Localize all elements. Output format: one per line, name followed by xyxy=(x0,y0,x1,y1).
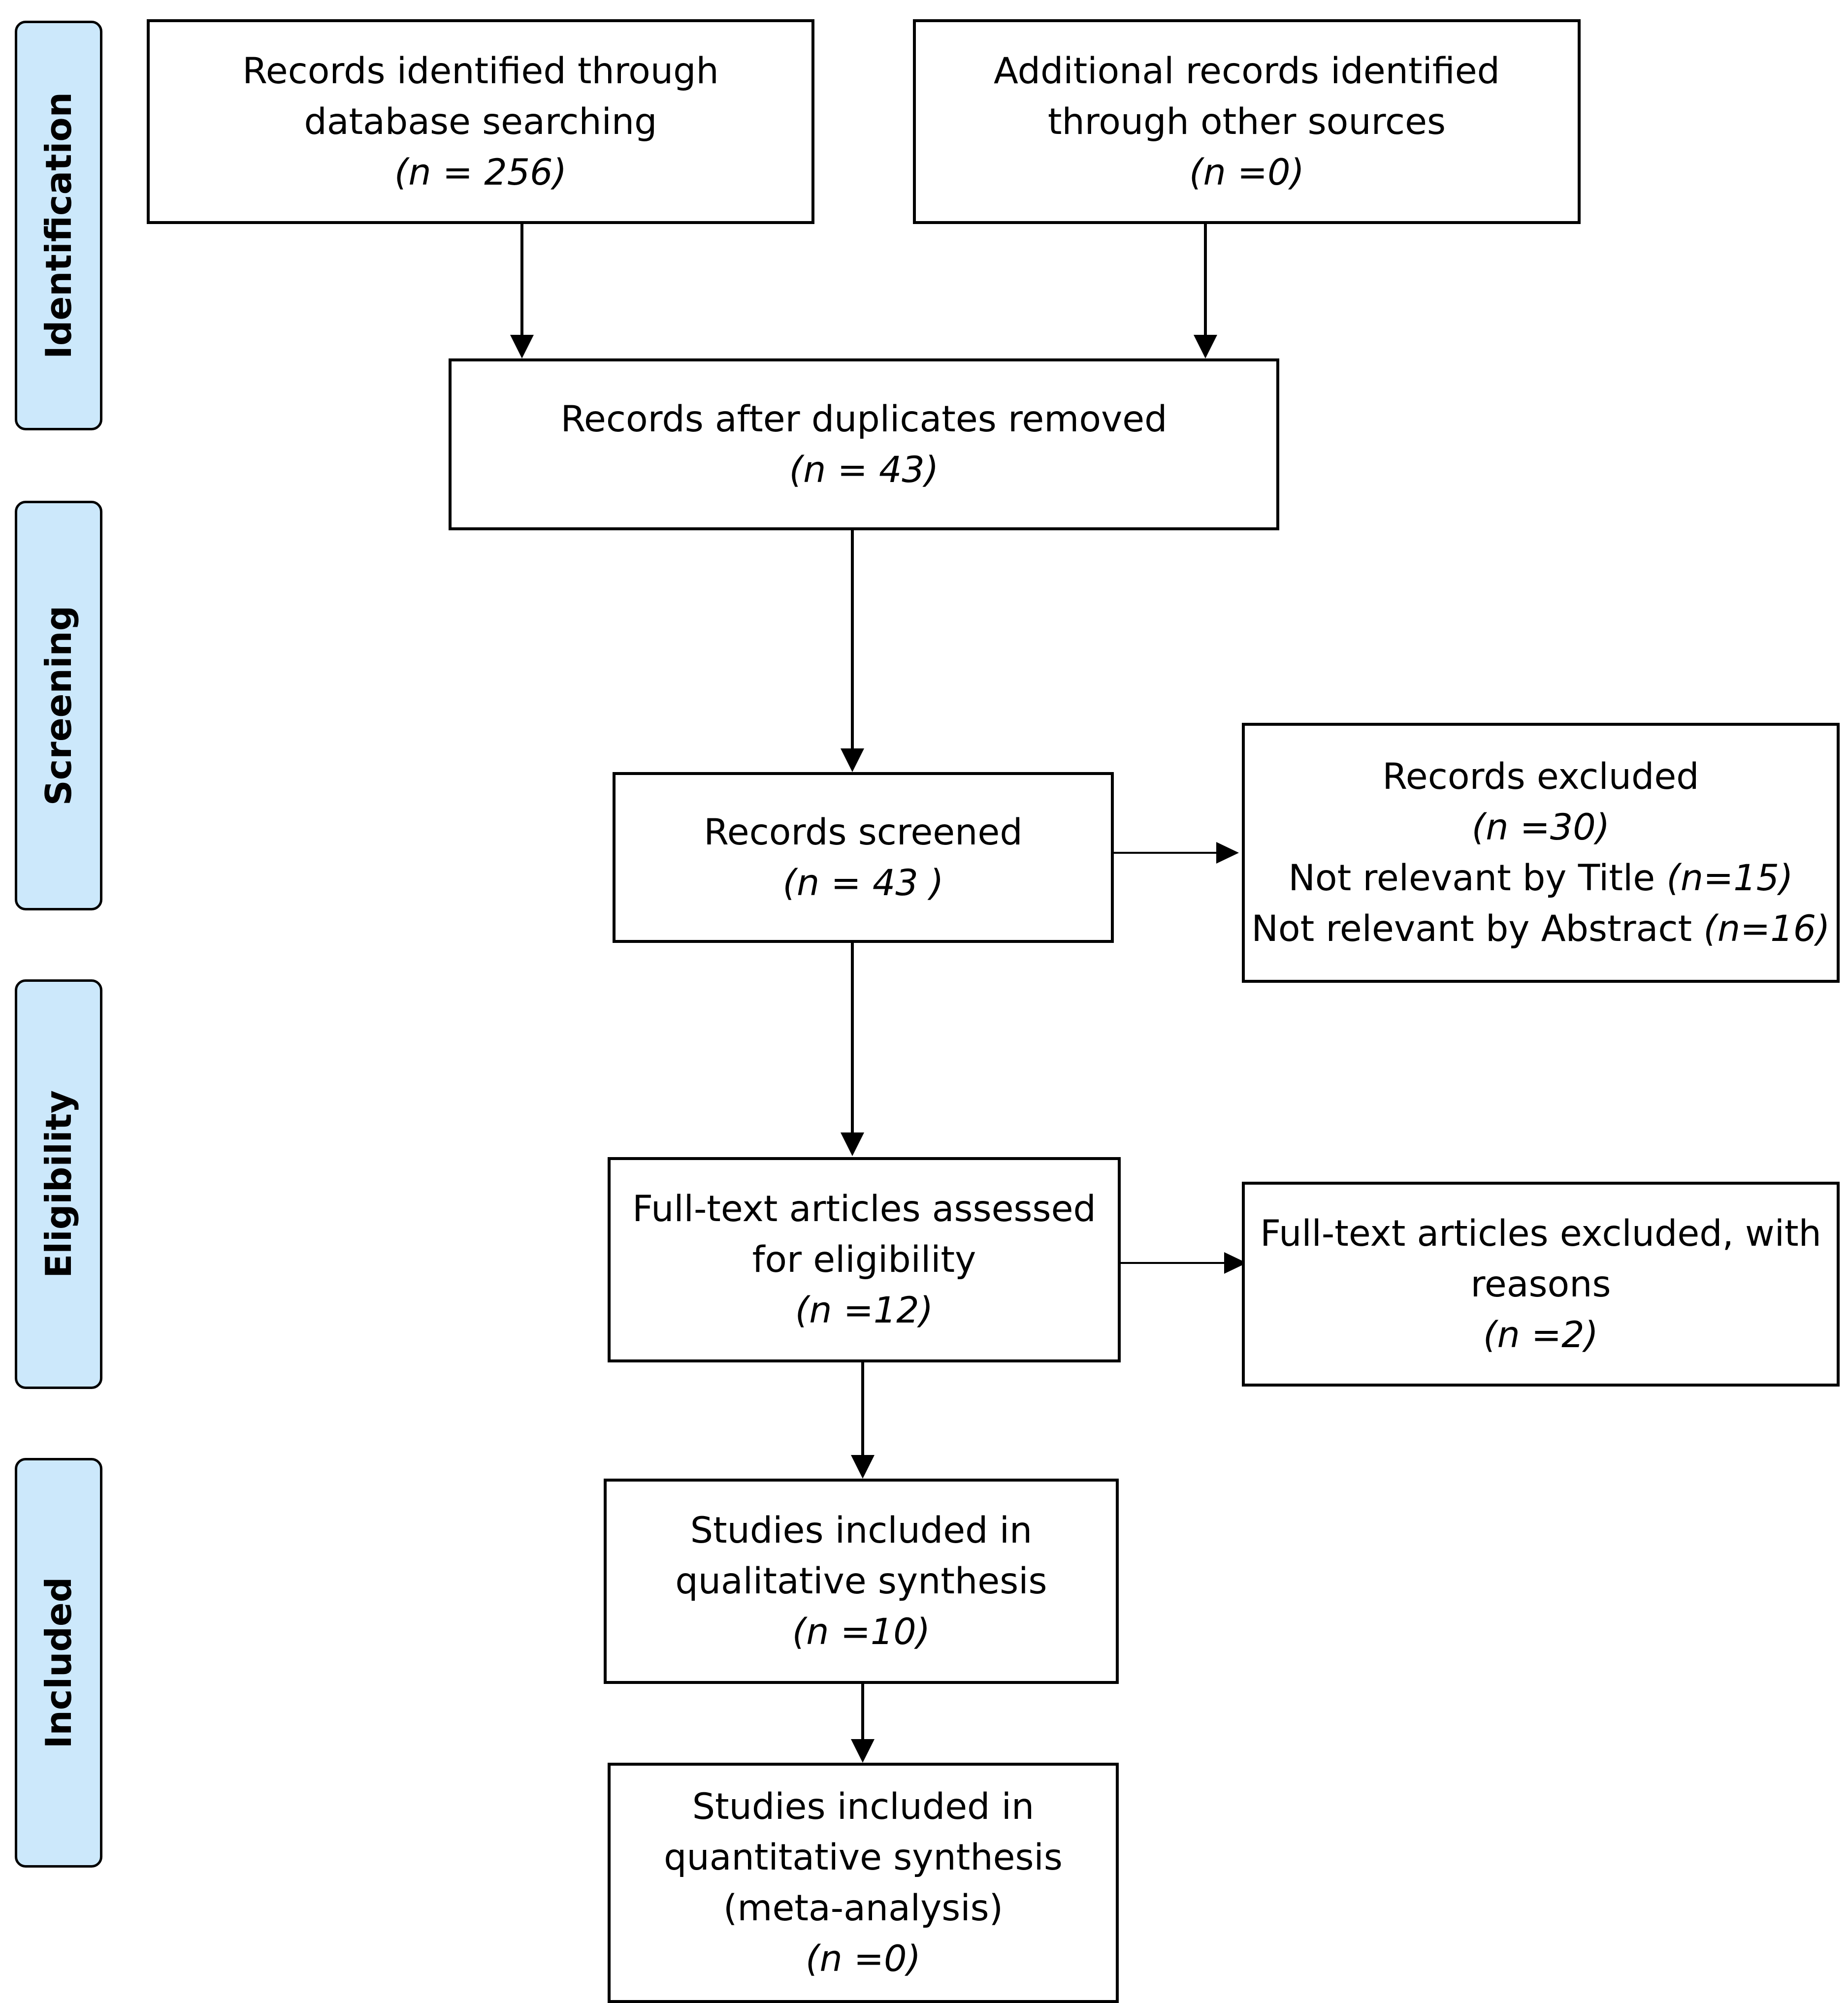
stage-identification-label: Identification xyxy=(38,92,79,359)
node-other-sources-line2: through other sources xyxy=(1047,100,1446,143)
node-records-screened-count: (n = 43 ) xyxy=(782,862,944,904)
edge-qualitative-to-quantitative xyxy=(851,1684,875,1763)
reason2-count: (n=16) xyxy=(1703,908,1830,950)
node-quantitative-line2: quantitative synthesis xyxy=(664,1837,1063,1878)
node-qualitative-line1: Studies included in xyxy=(690,1510,1033,1551)
node-records-screened-line1: Records screened xyxy=(704,811,1023,853)
node-fulltext-assessed: Full-text articles assessed for eligibil… xyxy=(608,1157,1121,1362)
edge-other-to-duplicates xyxy=(1194,224,1217,358)
node-fulltext-excluded-line1: Full-text articles excluded, with xyxy=(1260,1212,1821,1255)
edge-fulltext-to-fulltext-excluded xyxy=(1121,1252,1247,1274)
edge-screened-to-fulltext xyxy=(841,943,864,1156)
node-records-excluded-count: (n =30) xyxy=(1471,807,1610,848)
node-qualitative-synthesis: Studies included in qualitative synthesi… xyxy=(604,1479,1119,1684)
node-records-excluded-reason2: Not relevant by Abstract (n=16) xyxy=(1251,904,1830,954)
node-fulltext-assessed-count: (n =12) xyxy=(795,1290,934,1331)
node-quantitative-synthesis: Studies included in quantitative synthes… xyxy=(608,1763,1119,2003)
node-records-excluded: Records excluded (n =30) Not relevant by… xyxy=(1242,723,1840,983)
node-qualitative-count: (n =10) xyxy=(792,1611,931,1653)
node-after-duplicates: Records after duplicates removed (n = 43… xyxy=(449,358,1279,530)
stage-eligibility: Eligibility xyxy=(15,979,102,1389)
node-database-records-line1: Records identified through xyxy=(242,50,719,92)
reason1-count: (n=15) xyxy=(1666,857,1793,899)
node-fulltext-excluded-line2: reasons xyxy=(1470,1263,1611,1305)
node-after-duplicates-line1: Records after duplicates removed xyxy=(560,398,1167,440)
node-after-duplicates-count: (n = 43) xyxy=(789,449,939,491)
edge-duplicates-to-screened xyxy=(841,530,864,772)
node-other-sources-line1: Additional records identified xyxy=(993,50,1500,92)
stage-identification: Identification xyxy=(15,21,102,430)
node-quantitative-line3: (meta-analysis) xyxy=(723,1887,1004,1929)
stage-screening-label: Screening xyxy=(38,605,79,806)
node-fulltext-excluded-count: (n =2) xyxy=(1483,1314,1599,1356)
node-fulltext-assessed-line2: for eligibility xyxy=(752,1239,976,1281)
stage-included: Included xyxy=(15,1458,102,1868)
edge-database-to-duplicates xyxy=(510,224,534,358)
node-other-sources-count: (n =0) xyxy=(1189,151,1305,194)
node-records-excluded-reason1: Not relevant by Title (n=15) xyxy=(1288,853,1793,904)
node-qualitative-line2: qualitative synthesis xyxy=(675,1560,1047,1602)
stage-screening: Screening xyxy=(15,501,102,910)
node-database-records-count: (n = 256) xyxy=(394,151,567,194)
node-records-excluded-line1: Records excluded xyxy=(1382,756,1699,798)
node-records-screened: Records screened (n = 43 ) xyxy=(613,772,1114,943)
node-database-records-line2: database searching xyxy=(304,100,657,143)
reason1-text: Not relevant by Title xyxy=(1288,857,1655,899)
reason2-text: Not relevant by Abstract xyxy=(1251,908,1692,950)
node-quantitative-count: (n =0) xyxy=(805,1938,921,1980)
node-other-sources: Additional records identified through ot… xyxy=(913,19,1581,224)
stage-eligibility-label: Eligibility xyxy=(38,1090,79,1278)
node-quantitative-line1: Studies included in xyxy=(692,1786,1035,1828)
node-fulltext-assessed-line1: Full-text articles assessed xyxy=(632,1188,1096,1230)
edge-screened-to-excluded xyxy=(1114,842,1239,864)
node-database-records: Records identified through database sear… xyxy=(147,19,814,224)
node-fulltext-excluded: Full-text articles excluded, with reason… xyxy=(1242,1182,1840,1387)
stage-included-label: Included xyxy=(38,1577,79,1749)
edge-fulltext-to-qualitative xyxy=(851,1362,875,1479)
